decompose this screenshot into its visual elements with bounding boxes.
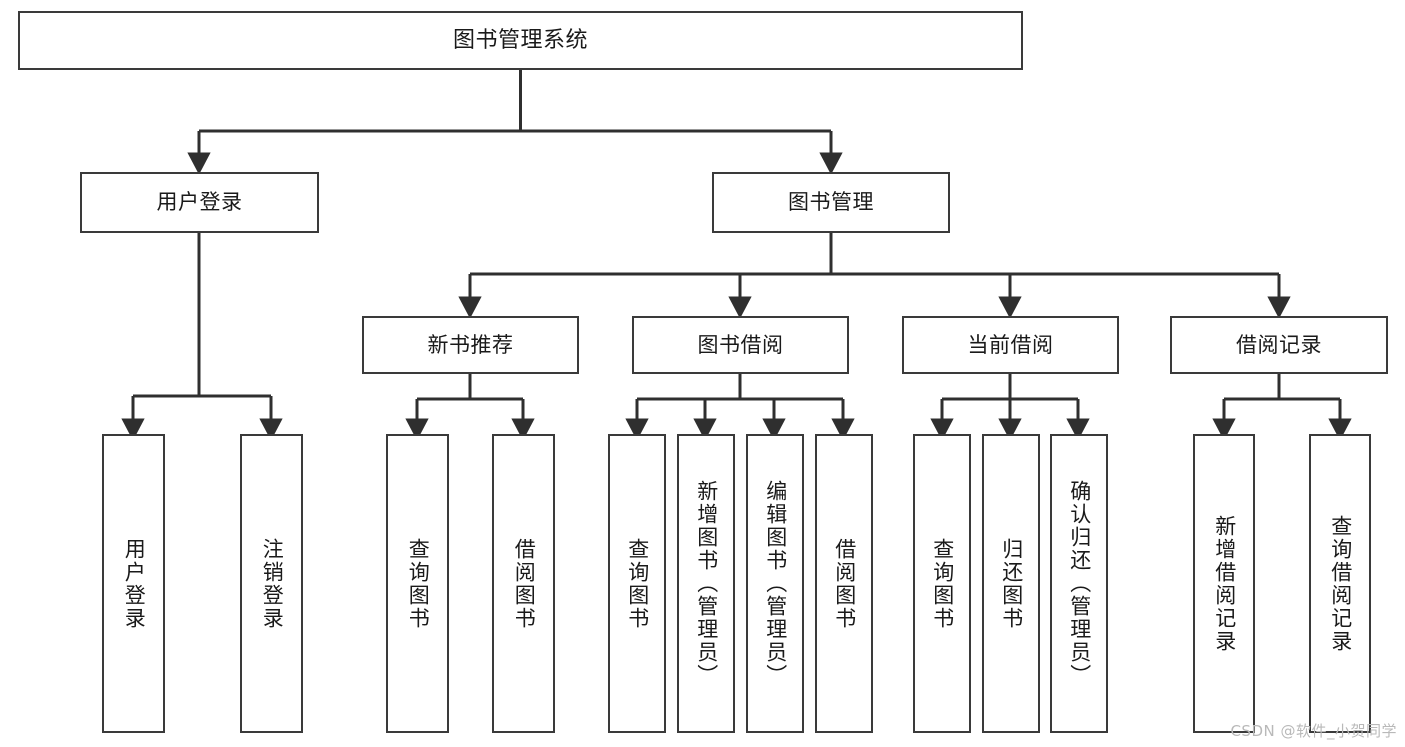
leaf-borrow-query-book[interactable]: 查询图书 — [608, 434, 666, 733]
node-label: 新书推荐 — [427, 332, 514, 357]
node-label: 当前借阅 — [967, 332, 1054, 357]
node-book-borrow[interactable]: 图书借阅 — [632, 316, 849, 374]
leaf-recommend-query-book[interactable]: 查询图书 — [386, 434, 449, 733]
leaf-borrow-edit-book-admin[interactable]: 编辑图书（管理员） — [746, 434, 804, 733]
node-user-login[interactable]: 用户登录 — [80, 172, 319, 233]
node-label: 借阅图书 — [832, 537, 857, 630]
node-label: 图书管理 — [788, 190, 874, 215]
node-label: 注销登录 — [260, 537, 285, 630]
node-label: 归还图书 — [999, 537, 1024, 630]
node-root-system[interactable]: 图书管理系统 — [18, 11, 1023, 70]
leaf-record-add-record[interactable]: 新增借阅记录 — [1193, 434, 1255, 733]
leaf-current-return-book[interactable]: 归还图书 — [982, 434, 1040, 733]
node-label: 编辑图书（管理员） — [763, 480, 788, 687]
node-label: 新增借阅记录 — [1212, 514, 1237, 653]
node-label: 图书借阅 — [697, 332, 784, 357]
node-label: 新增图书（管理员） — [694, 480, 719, 687]
leaf-borrow-borrow-book[interactable]: 借阅图书 — [815, 434, 873, 733]
node-current-borrow[interactable]: 当前借阅 — [902, 316, 1119, 374]
leaf-record-query-record[interactable]: 查询借阅记录 — [1309, 434, 1371, 733]
node-label: 查询图书 — [406, 537, 431, 630]
leaf-borrow-add-book-admin[interactable]: 新增图书（管理员） — [677, 434, 735, 733]
leaf-user-login-logout[interactable]: 注销登录 — [240, 434, 303, 733]
leaf-current-query-book[interactable]: 查询图书 — [913, 434, 971, 733]
node-label: 查询借阅记录 — [1328, 514, 1353, 653]
leaf-user-login-login[interactable]: 用户登录 — [102, 434, 165, 733]
node-label: 确认归还（管理员） — [1067, 480, 1092, 687]
leaf-current-confirm-return-admin[interactable]: 确认归还（管理员） — [1050, 434, 1108, 733]
node-label: 图书管理系统 — [452, 27, 588, 53]
node-label: 借阅图书 — [512, 537, 537, 630]
node-label: 查询图书 — [625, 537, 650, 630]
node-borrow-record[interactable]: 借阅记录 — [1170, 316, 1388, 374]
node-label: 用户登录 — [156, 190, 243, 215]
node-new-book-recommend[interactable]: 新书推荐 — [362, 316, 579, 374]
csdn-watermark: CSDN @软件_小贺同学 — [1230, 722, 1397, 740]
node-label: 查询图书 — [930, 537, 955, 630]
node-label: 借阅记录 — [1236, 332, 1322, 357]
leaf-recommend-borrow-book[interactable]: 借阅图书 — [492, 434, 555, 733]
node-label: 用户登录 — [122, 537, 147, 630]
node-book-management[interactable]: 图书管理 — [712, 172, 950, 233]
